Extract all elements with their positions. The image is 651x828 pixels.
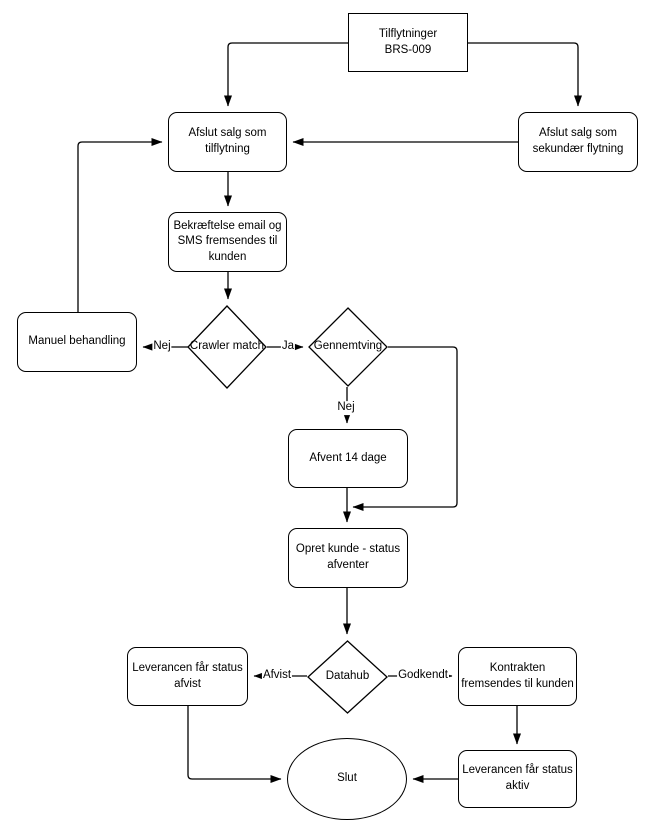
edge-label-nej-crawler: Nej (152, 340, 172, 354)
node-label: Datahub (325, 670, 370, 683)
node-label: Manuel behandling (28, 335, 126, 348)
edge-start-to-afslut-tilflytning (224, 42, 348, 107)
node-datahub-decision: Datahub (307, 640, 388, 714)
diamond-shape (307, 640, 388, 714)
node-opret-kunde-status-afventer: Opret kunde - status afventer (288, 528, 408, 588)
edge-label-ja-crawler: Ja (280, 340, 296, 354)
node-crawler-match-decision: Crawler match (187, 305, 267, 389)
node-slut-terminator: Slut (287, 738, 407, 820)
node-leverancen-faar-status-afvist: Leverancen får status afvist (127, 647, 248, 706)
node-label: Bekræftelse email og SMS fremsendes til … (173, 219, 282, 263)
edge-gennemtving-to-opret-kunde (352, 346, 458, 511)
node-label: Kontrakten fremsendes til kunden (461, 661, 574, 690)
node-label: Afvent 14 dage (309, 451, 387, 464)
node-gennemtving-decision: Gennemtving (308, 307, 388, 387)
diamond-shape (187, 305, 267, 389)
edge-leverance-afvist-to-slut (187, 706, 282, 783)
node-manuel-behandling: Manuel behandling (17, 312, 137, 372)
edge-start-to-afslut-sekundaer (468, 42, 582, 107)
node-label: Afslut salg som sekundær flytning (532, 127, 624, 155)
node-label: Gennemtving (313, 340, 383, 353)
node-label: Leverancen får status aktiv (462, 764, 573, 792)
node-afslut-salg-som-tilflytning: Afslut salg som tilflytning (168, 112, 287, 172)
node-tilflytninger-brs-009: Tilflytninger BRS-009 (348, 13, 468, 72)
edge-label-afvist-datahub: Afvist (261, 669, 293, 683)
node-kontrakten-fremsendes: Kontrakten fremsendes til kunden (458, 647, 577, 706)
node-label: Opret kunde - status afventer (295, 543, 401, 571)
node-label: Afslut salg som tilflytning (188, 127, 267, 155)
node-bekraeftelse-email-sms: Bekræftelse email og SMS fremsendes til … (168, 212, 287, 272)
edge-label-nej-gennemtving: Nej (336, 401, 356, 415)
node-label: Leverancen får status afvist (132, 661, 243, 690)
edge-label-godkendt-datahub: Godkendt (397, 669, 449, 683)
node-label: Tilflytninger BRS-009 (378, 27, 438, 56)
diamond-shape (308, 307, 388, 387)
node-afslut-salg-som-sekundaer-flytning: Afslut salg som sekundær flytning (518, 112, 638, 172)
node-afvent-14-dage: Afvent 14 dage (288, 429, 408, 488)
node-leverancen-faar-status-aktiv: Leverancen får status aktiv (458, 750, 577, 808)
node-label: Crawler match (189, 340, 265, 353)
edge-manuel-to-afslut-tilflytning (77, 138, 163, 312)
node-label: Slut (337, 772, 357, 785)
